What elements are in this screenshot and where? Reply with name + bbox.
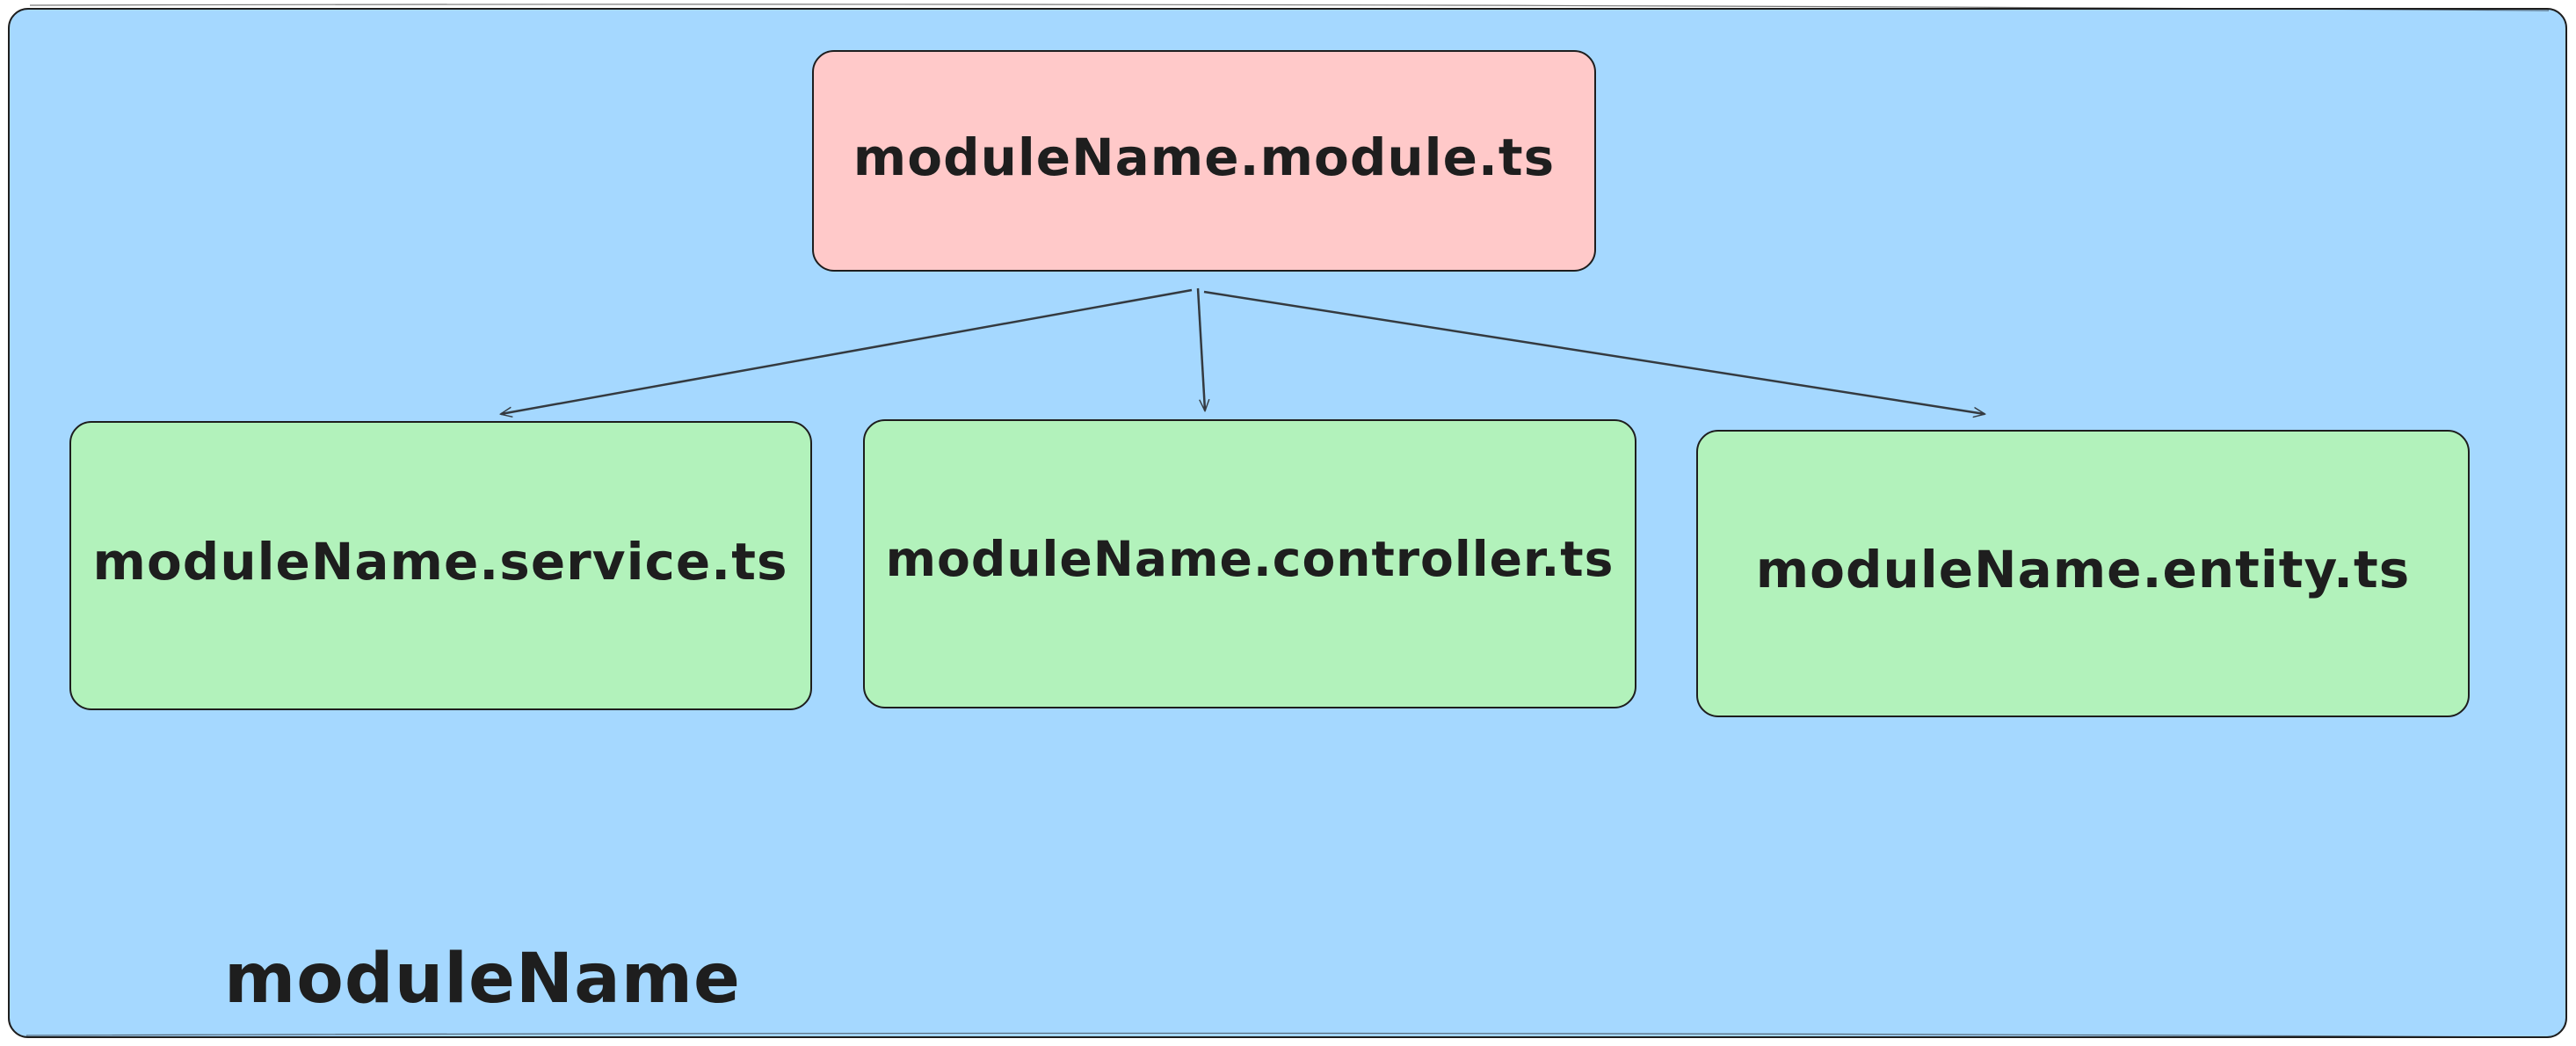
node-module[interactable]: moduleName.module.ts bbox=[812, 50, 1596, 272]
node-module-label: moduleName.module.ts bbox=[853, 127, 1555, 187]
node-entity-box bbox=[1696, 430, 2470, 717]
edge-module-to-entity[interactable] bbox=[1203, 290, 1985, 414]
edge-module-to-service[interactable] bbox=[501, 288, 1193, 414]
container-label: moduleName bbox=[224, 940, 741, 1019]
edge-module-to-controller[interactable] bbox=[1196, 287, 1205, 410]
node-entity-label: moduleName.entity.ts bbox=[1756, 540, 2411, 599]
node-entity[interactable]: moduleName.entity.ts bbox=[1696, 430, 2470, 717]
edges bbox=[501, 287, 1985, 414]
module-container-sketch-line bbox=[25, 1032, 2550, 1038]
node-service[interactable]: moduleName.service.ts bbox=[69, 421, 812, 710]
node-module-box bbox=[812, 50, 1596, 272]
module-container-sketch-line bbox=[29, 4, 2550, 11]
node-controller[interactable]: moduleName.controller.ts bbox=[863, 419, 1636, 708]
node-controller-label: moduleName.controller.ts bbox=[886, 531, 1615, 587]
node-service-box bbox=[69, 421, 812, 710]
node-service-label: moduleName.service.ts bbox=[93, 532, 788, 592]
node-controller-box bbox=[863, 419, 1636, 708]
